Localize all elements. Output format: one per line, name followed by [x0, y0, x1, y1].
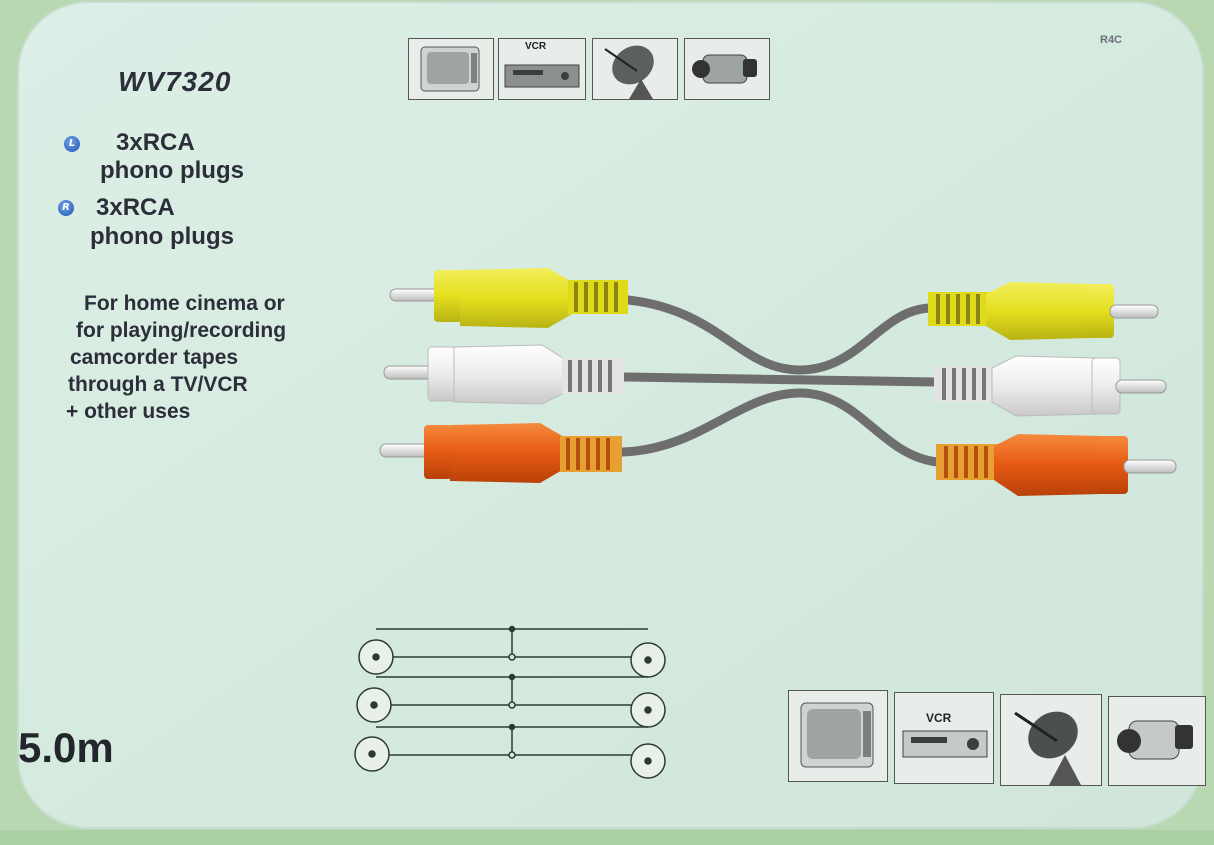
wiring-diagram	[354, 625, 666, 779]
right-yellow-plug	[928, 282, 1159, 340]
description-line: For home cinema or	[84, 292, 285, 315]
tv-icon	[408, 38, 494, 100]
satellite-dish-icon	[1000, 694, 1102, 786]
tv-icon	[788, 690, 888, 782]
satellite-dish-icon	[592, 38, 678, 100]
vcr-label: VCR	[525, 41, 547, 52]
vcr-label: VCR	[926, 711, 952, 725]
camcorder-icon	[684, 38, 770, 100]
left-yellow-plug	[389, 268, 628, 328]
left-end-plug-count: 3xRCA	[116, 129, 195, 156]
wiring-channel	[356, 673, 666, 728]
vcr-icon: VCR	[498, 38, 586, 100]
left-end-plug-type: phono plugs	[100, 157, 244, 184]
cable-assembly	[617, 295, 942, 467]
vcr-icon: VCR	[894, 692, 994, 784]
description-line: through a TV/VCR	[68, 373, 248, 396]
camcorder-icon	[1108, 696, 1206, 786]
left-white-plug	[383, 344, 624, 405]
right-end-badge-icon: R	[58, 200, 74, 216]
wiring-channel	[354, 723, 666, 779]
right-end-plug-count: 3xRCA	[96, 194, 175, 221]
left-red-plug	[379, 423, 622, 483]
reference-code: R4C	[1100, 34, 1123, 46]
left-end-badge-icon: L	[64, 136, 80, 152]
right-end-plug-type: phono plugs	[90, 223, 234, 250]
model-number: WV7320	[118, 66, 232, 97]
cable-length: 5.0m	[18, 724, 114, 771]
description-line: + other uses	[66, 400, 191, 423]
right-white-plug	[934, 355, 1167, 417]
right-red-plug	[936, 434, 1177, 496]
wiring-channel	[358, 625, 666, 678]
description-line: camcorder tapes	[70, 346, 239, 369]
description-line: for playing/recording	[76, 319, 287, 342]
